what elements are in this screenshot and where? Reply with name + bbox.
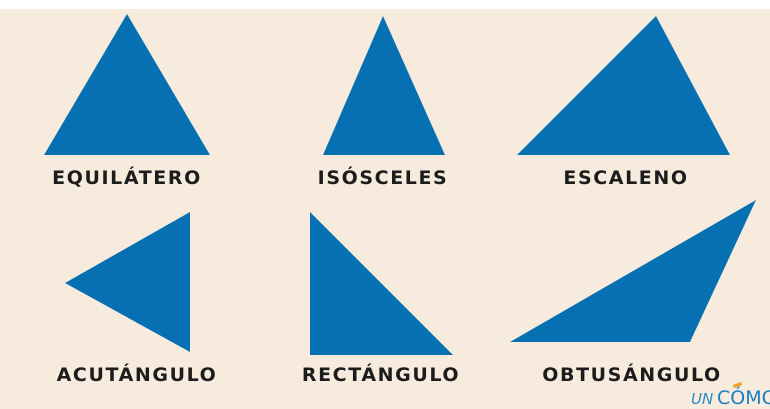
obtuse-label: OBTUSÁNGULO <box>542 363 722 386</box>
right-triangle <box>310 212 453 355</box>
acute-triangle <box>65 212 190 352</box>
isosceles-label: ISÓSCELES <box>318 165 449 189</box>
logo-main: CÓMO <box>717 385 770 409</box>
uncomo-logo: UN CÓMO <box>691 382 770 409</box>
obtuse-triangle <box>510 200 756 342</box>
equilateral-triangle <box>44 14 210 155</box>
logo-accent-mark <box>733 382 742 388</box>
logo-prefix: UN <box>691 390 713 408</box>
scalene-triangle <box>517 16 730 155</box>
isosceles-triangle <box>323 16 445 155</box>
right-triangle-label: RECTÁNGULO <box>302 363 460 386</box>
acute-label: ACUTÁNGULO <box>57 363 218 386</box>
scalene-label: ESCALENO <box>563 167 688 189</box>
equilateral-label: EQUILÁTERO <box>52 166 202 189</box>
